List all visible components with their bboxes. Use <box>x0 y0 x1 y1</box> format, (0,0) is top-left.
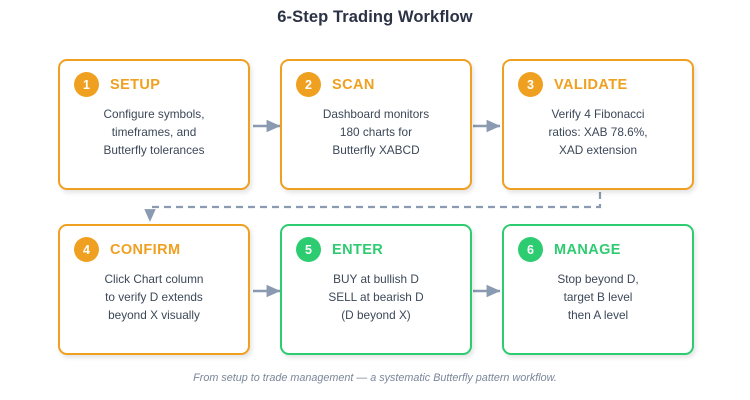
step-card-3[interactable]: 3 VALIDATE Verify 4 Fibonacci ratios: XA… <box>502 59 694 190</box>
step-description: Click Chart column to verify D extends b… <box>104 272 204 322</box>
step-header: 3 VALIDATE <box>518 72 692 97</box>
arrow-step3-to-step4 <box>144 192 602 222</box>
step-description: Verify 4 Fibonacci ratios: XAB 78.6%, XA… <box>548 107 648 157</box>
step-card-2[interactable]: 2 SCAN Dashboard monitors 180 charts for… <box>280 59 472 190</box>
step-number-badge: 3 <box>518 72 543 97</box>
step-description: Dashboard monitors 180 charts for Butter… <box>322 107 430 157</box>
step-title: SCAN <box>332 76 375 93</box>
footer-caption: From setup to trade management — a syste… <box>193 372 557 384</box>
page-title: 6-Step Trading Workflow <box>277 8 473 26</box>
step-title: SETUP <box>110 76 161 93</box>
step-number-badge: 4 <box>74 237 99 262</box>
step-card-1[interactable]: 1 SETUP Configure symbols, timeframes, a… <box>58 59 250 190</box>
step-card-5[interactable]: 5 ENTER BUY at bullish D SELL at bearish… <box>280 224 472 355</box>
step-description: Configure symbols, timeframes, and Butte… <box>103 107 205 157</box>
step-card-6[interactable]: 6 MANAGE Stop beyond D, target B level t… <box>502 224 694 355</box>
step-card-4[interactable]: 4 CONFIRM Click Chart column to verify D… <box>58 224 250 355</box>
step-header: 1 SETUP <box>74 72 248 97</box>
step-title: VALIDATE <box>554 76 628 93</box>
step-number-badge: 1 <box>74 72 99 97</box>
step-description: Stop beyond D, target B level then A lev… <box>557 272 639 322</box>
step-header: 5 ENTER <box>296 237 470 262</box>
step-header: 4 CONFIRM <box>74 237 248 262</box>
step-title: CONFIRM <box>110 241 181 258</box>
step-title: MANAGE <box>554 241 621 258</box>
step-title: ENTER <box>332 241 384 258</box>
step-number-badge: 5 <box>296 237 321 262</box>
step-header: 6 MANAGE <box>518 237 692 262</box>
step-description: BUY at bullish D SELL at bearish D (D be… <box>328 272 424 322</box>
step-number-badge: 2 <box>296 72 321 97</box>
step-number-badge: 6 <box>518 237 543 262</box>
step-header: 2 SCAN <box>296 72 470 97</box>
